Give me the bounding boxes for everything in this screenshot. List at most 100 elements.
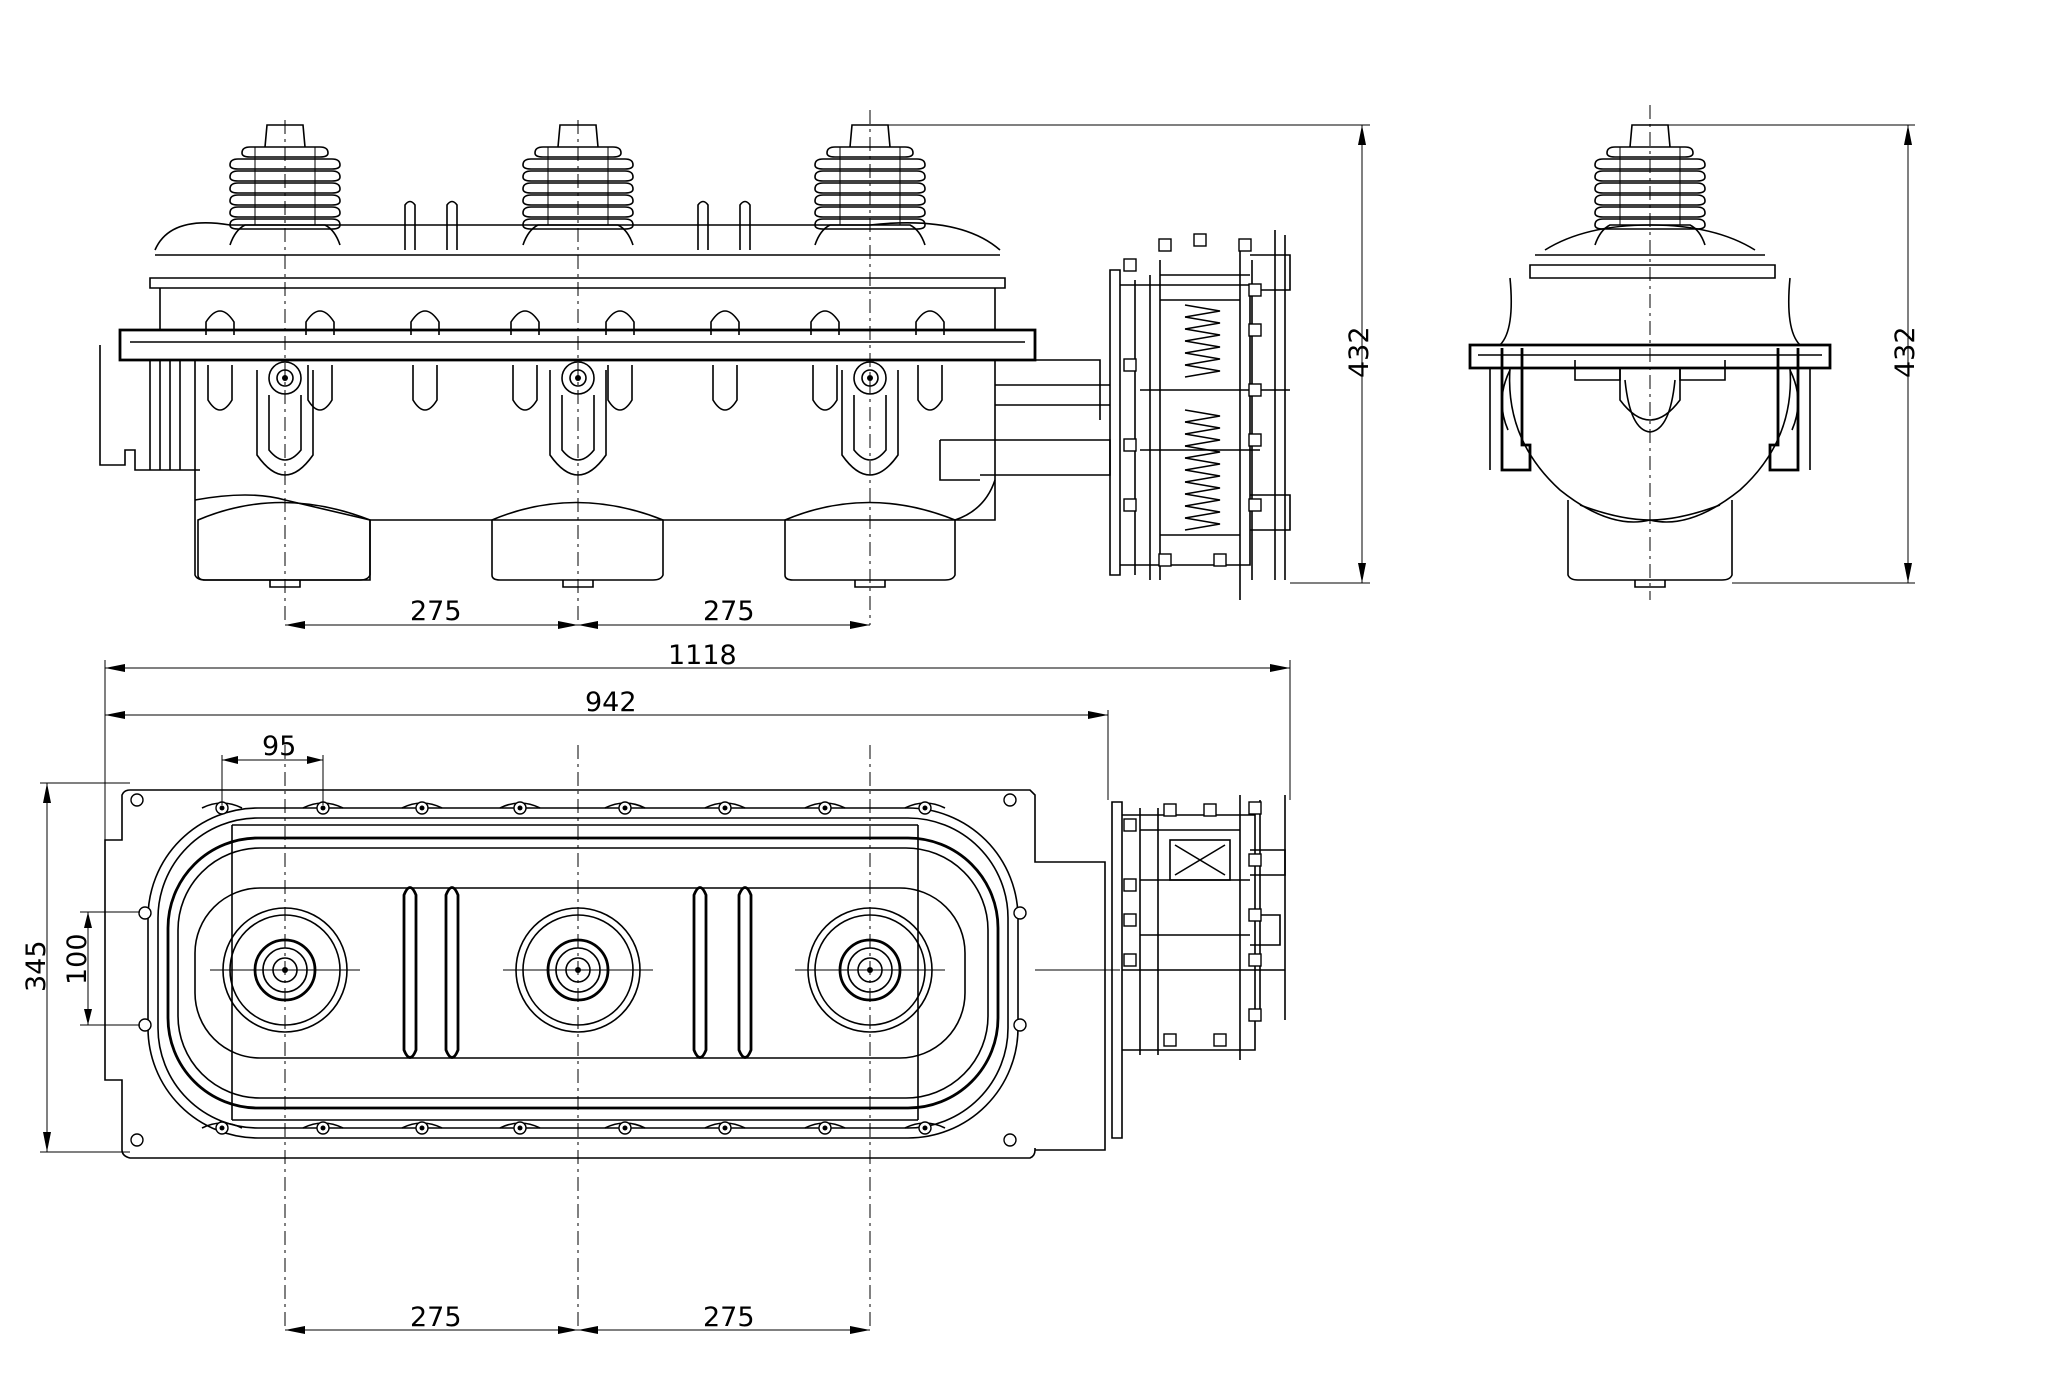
top-slot [692,886,708,1059]
spring-coil [1184,433,1221,447]
dim-bolt-pitch: 95 [262,731,296,762]
cover-slot [917,365,943,411]
mech-bolt [1248,1008,1262,1022]
bushing-shed [814,194,926,206]
mech-bolt [1248,801,1262,815]
bushing-shed [522,206,634,218]
dim-bolt-row-spacing: 100 [62,933,93,985]
bushing-shed [814,158,926,170]
spring-coil [1184,493,1221,507]
cover-slot [607,365,633,411]
cover-slot [512,365,538,411]
mech-bolt [1248,953,1262,967]
top-mechanism [1111,795,1286,1139]
bushing [229,124,341,246]
spring-coil [1184,352,1221,366]
mech-bolt [1193,233,1207,247]
bushing-shed [522,182,634,194]
mech-bolt [1123,878,1137,892]
spring-coil [1184,469,1221,483]
mech-bolt [1248,323,1262,337]
mech-bolt [1123,498,1137,512]
flange-bolt-center [722,1125,728,1131]
corner-bolt [130,793,144,807]
cover-slot [605,310,635,335]
cover-slot [305,310,335,335]
cover-slot [510,310,540,335]
mech-bolt [1213,1033,1227,1047]
bushing-shed [229,158,341,170]
spring-coil [1184,481,1221,495]
bushing-shed [534,146,622,158]
corner-bolt [1013,1018,1027,1032]
bushing-shed [814,206,926,218]
bushing-shed [241,146,329,158]
flange-bolt-center [822,805,828,811]
cover-slot [812,365,838,411]
front-bushings [229,124,926,246]
flange-bolt-center [419,805,425,811]
mech-bolt [1123,358,1137,372]
bushing-shed [229,182,341,194]
spring-coil [1184,328,1221,342]
flange-bolt-center [320,1125,326,1131]
bushing-shed [814,218,926,230]
spring-coil [1184,409,1221,423]
corner-bolt [138,906,152,920]
bushing [522,124,634,246]
terminal-loop [853,395,887,461]
bushing [814,124,926,246]
side-view: 432 [1468,105,1921,600]
bushing-shed [1606,146,1694,158]
corner-bolt [1013,906,1027,920]
mech-bolt [1248,283,1262,297]
corner-bolt [1003,1133,1017,1147]
mech-bolt [1123,953,1137,967]
corner-bolt [1003,793,1017,807]
bushing-shed [1594,158,1706,170]
terminal-center [575,375,581,381]
cover-slot [412,365,438,411]
bushing-cap [849,124,891,148]
flange-bolt-center [922,1125,928,1131]
flange-bolt-center [517,1125,523,1131]
terminal-center [867,375,873,381]
spring-coil [1184,445,1221,459]
mech-bolt [1248,383,1262,397]
mech-bolt [1123,913,1137,927]
top-slot [737,886,753,1059]
mech-bolt [1123,258,1137,272]
front-mechanism [1109,230,1291,600]
bushing-shed [1594,182,1706,194]
flange-bolt-center [922,805,928,811]
flange-bolt-center [219,1125,225,1131]
flange-bolt-center [419,1125,425,1131]
dim-front-height: 432 [1344,326,1375,378]
dim-front-pitch-right: 275 [703,596,755,627]
cover-slot [712,365,738,411]
mech-bolt [1248,433,1262,447]
dim-top-pitch-left: 275 [410,1302,462,1333]
spring-coil [1184,457,1221,471]
bushing-shed [229,170,341,182]
top-slot [402,886,418,1059]
mech-bolt [1238,238,1252,252]
cover-slot [915,310,945,335]
bushing-shed [229,194,341,206]
bushing-shed [522,170,634,182]
bushing-shed [1594,194,1706,206]
bushing-shed [1594,206,1706,218]
cover-slot [710,310,740,335]
spring-coil [1184,316,1221,330]
mech-bolt [1123,438,1137,452]
bushing-shed [522,158,634,170]
cover-slot [207,365,233,411]
mech-bolt [1248,853,1262,867]
terminal-loop [268,395,302,461]
top-view: 1118 942 95 345 100 275 275 [21,640,1291,1334]
mech-bolt [1213,553,1227,567]
dim-base-length: 942 [585,687,637,718]
bushing-shed [1594,170,1706,182]
dim-front-pitch-left: 275 [410,596,462,627]
